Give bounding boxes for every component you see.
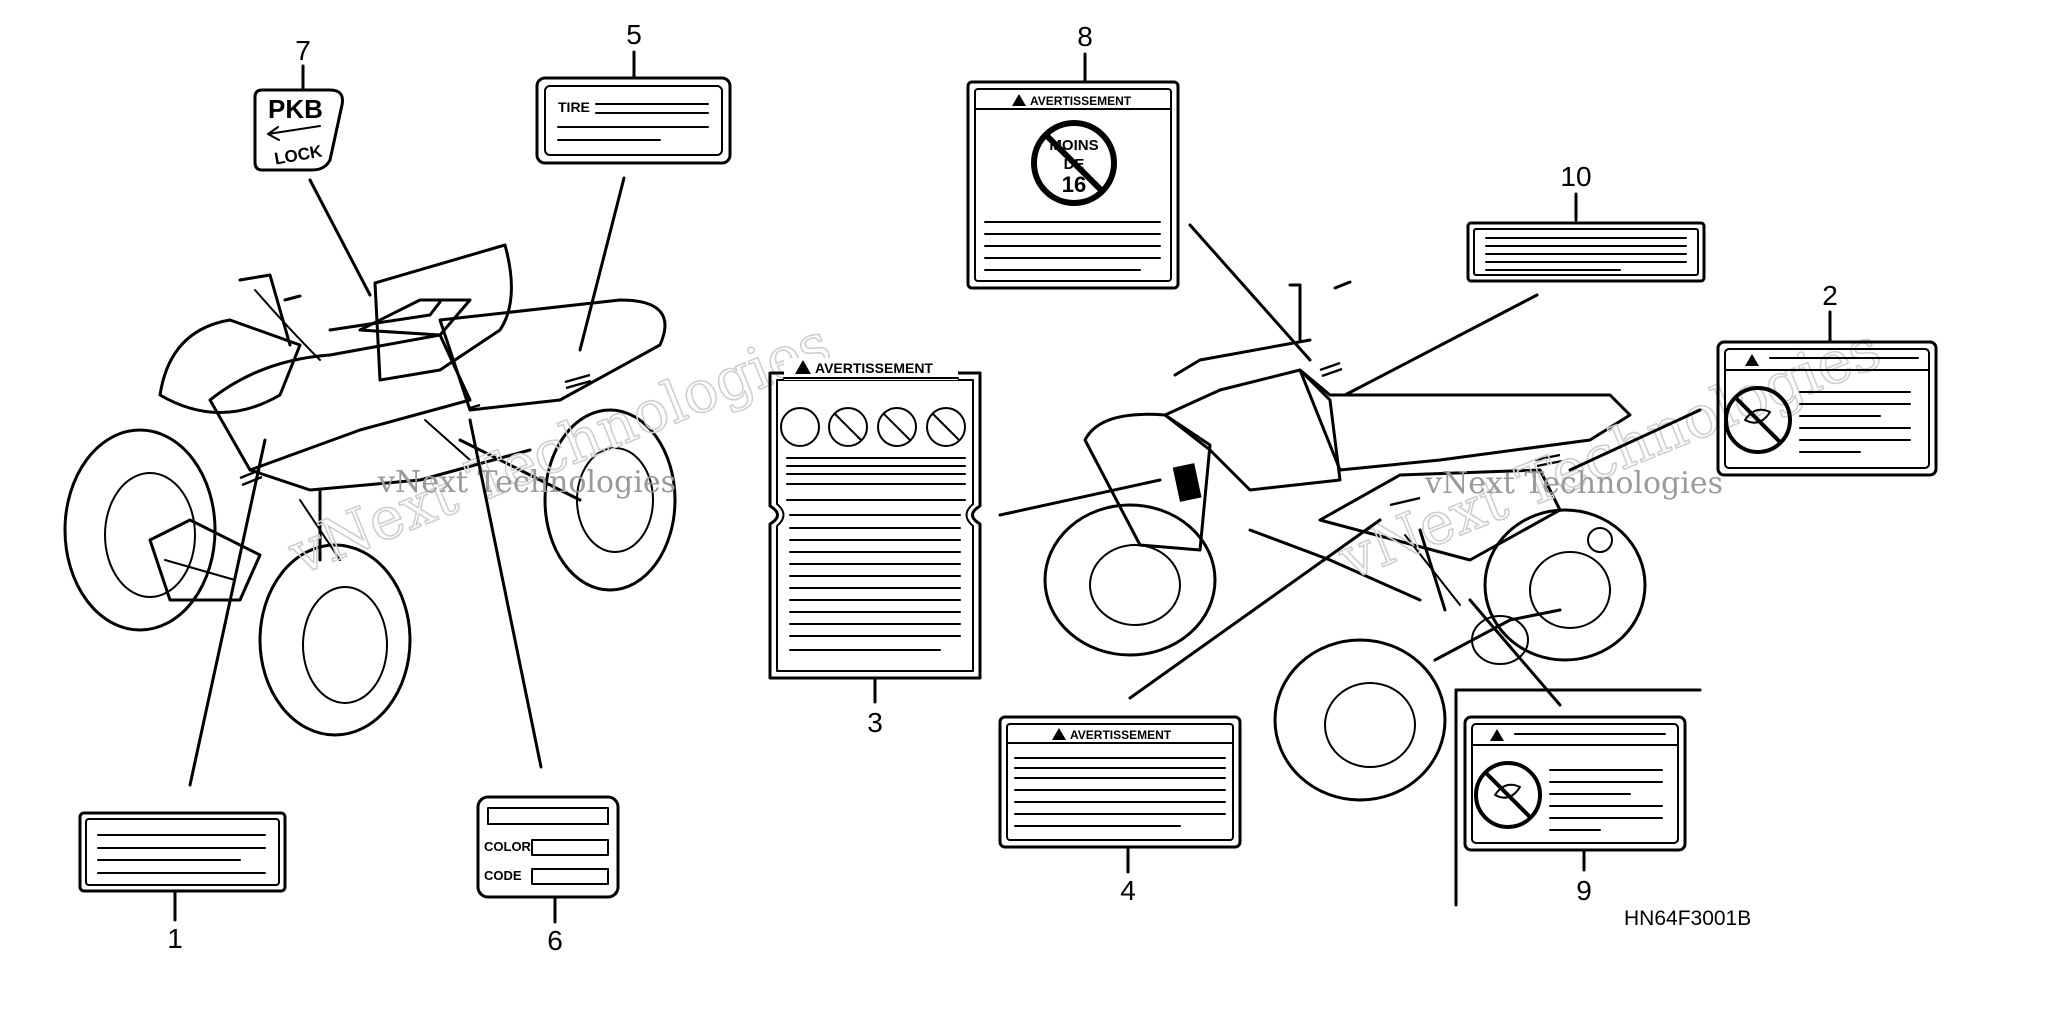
lock-text: LOCK <box>273 141 324 168</box>
warning-title-4: AVERTISSEMENT <box>1070 728 1172 742</box>
callout-3: 3 <box>867 707 883 738</box>
svg-text:vNext Technologies: vNext Technologies <box>1424 466 1723 501</box>
warning-title: AVERTISSEMENT <box>815 360 933 376</box>
atv-right-illustration <box>1043 280 1647 802</box>
label-6: COLOR CODE <box>476 795 620 899</box>
label-5: TIRE <box>535 76 732 165</box>
svg-text:vNext Technologies: vNext Technologies <box>279 309 840 588</box>
callout-7: 7 <box>295 35 311 66</box>
color-label: COLOR <box>484 839 532 854</box>
callout-9: 9 <box>1576 875 1592 906</box>
callout-4: 4 <box>1120 875 1136 906</box>
warning-title-8: AVERTISSEMENT <box>1030 94 1132 108</box>
label-3: AVERTISSEMENT <box>768 358 982 680</box>
watermark-left: vNext Technologies vNext Technologies <box>278 308 840 589</box>
svg-text:vNext Technologies: vNext Technologies <box>377 465 676 500</box>
callout-5: 5 <box>626 19 642 50</box>
callout-8: 8 <box>1077 21 1093 52</box>
age-line-3: 16 <box>1062 172 1086 197</box>
label-4: AVERTISSEMENT <box>998 715 1242 849</box>
atv-left-illustration <box>63 243 677 737</box>
label-2 <box>1716 340 1938 477</box>
svg-text:vNext Technologies: vNext Technologies <box>1329 314 1890 593</box>
code-label: CODE <box>484 868 522 883</box>
callout-10: 10 <box>1560 161 1591 192</box>
pkb-text: PKB <box>268 94 323 124</box>
label-9 <box>1463 715 1687 852</box>
tire-label-text: TIRE <box>558 99 590 115</box>
callout-6: 6 <box>547 925 563 956</box>
callout-1: 1 <box>167 923 183 954</box>
leader-lines <box>188 176 1702 907</box>
label-7: PKB LOCK <box>253 88 344 172</box>
label-1 <box>78 811 287 893</box>
part-code: HN64F3001B <box>1624 907 1751 930</box>
watermark-right: vNext Technologies vNext Technologies <box>1328 313 1890 594</box>
label-10 <box>1466 221 1706 283</box>
callout-2: 2 <box>1822 280 1838 311</box>
label-8: AVERTISSEMENT MOINS DE 16 <box>966 80 1180 290</box>
